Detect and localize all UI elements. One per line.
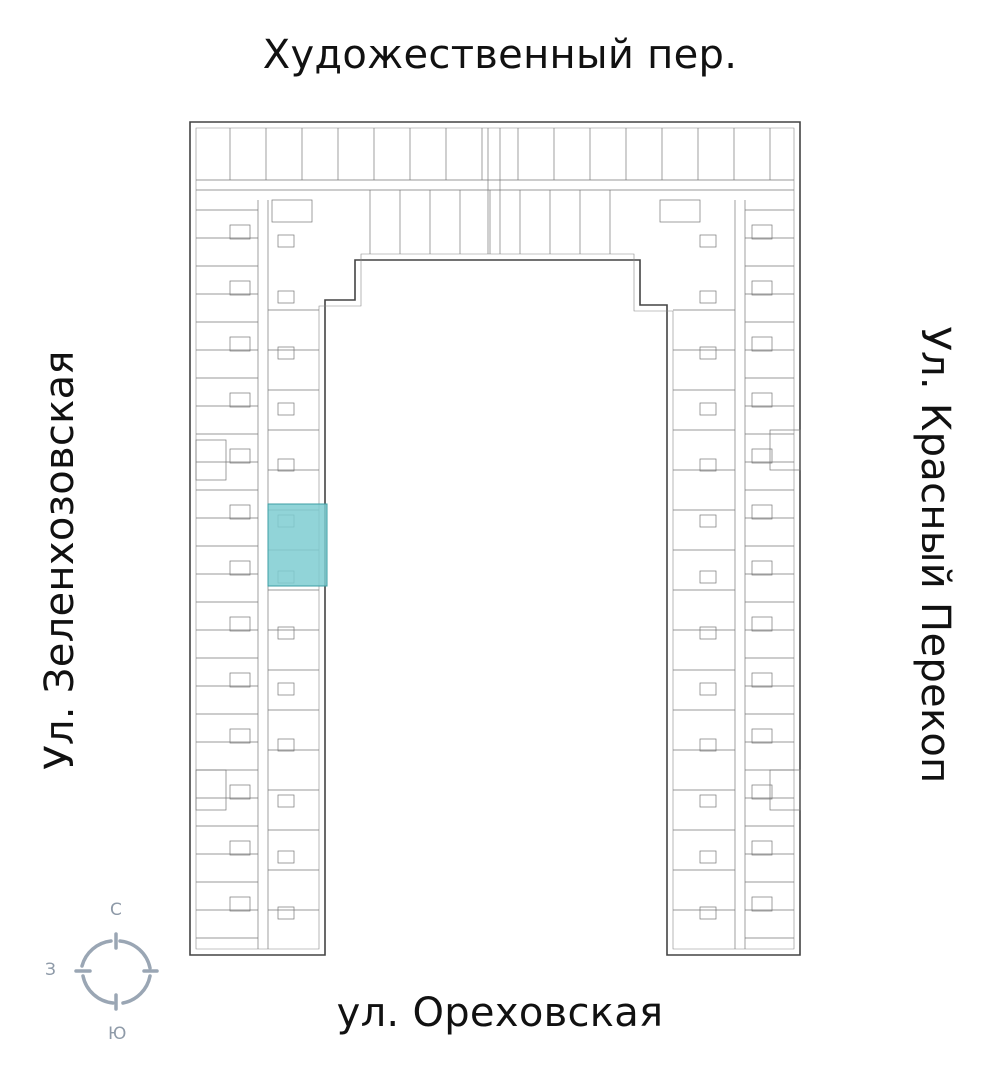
apartment-room [699,794,717,808]
apartment-room [277,458,295,472]
apartment-room [229,392,251,408]
apartment-room [751,224,773,240]
highlighted-apartment[interactable] [267,503,328,587]
apartment-room [229,840,251,856]
apartment-room [699,850,717,864]
apartment-room [195,439,227,481]
apartment-room [271,199,313,223]
apartment-room [699,290,717,304]
apartment-room [699,458,717,472]
compass-west-label: З [45,960,56,980]
apartment-room [229,616,251,632]
apartment-room [229,224,251,240]
apartment-room [751,280,773,296]
apartment-room [277,626,295,640]
apartment-room [277,346,295,360]
apartment-room [751,616,773,632]
compass-south-label: Ю [108,1024,127,1044]
apartment-room [751,896,773,912]
apartment-room [229,280,251,296]
apartment-room [229,560,251,576]
apartment-room [229,728,251,744]
apartment-room [699,570,717,584]
apartment-room [277,794,295,808]
apartment-room [751,336,773,352]
compass-north-label: С [110,900,122,920]
apartment-room [751,560,773,576]
apartment-room [751,784,773,800]
apartment-room [699,234,717,248]
apartment-room [277,906,295,920]
apartment-room [769,769,801,811]
street-label-top: Художественный пер. [262,32,738,78]
apartment-room [699,626,717,640]
street-label-bottom: ул. Ореховская [336,990,664,1036]
apartment-room [751,728,773,744]
apartment-room [229,672,251,688]
apartment-room [769,429,801,471]
apartment-room [229,784,251,800]
apartment-room [277,290,295,304]
apartment-room [699,906,717,920]
apartment-room [751,392,773,408]
apartment-room [195,769,227,811]
apartment-room [229,896,251,912]
apartment-room [229,448,251,464]
apartment-room [699,402,717,416]
apartment-grid [195,128,801,949]
apartment-room [699,346,717,360]
apartment-room [277,234,295,248]
apartment-room [229,504,251,520]
apartment-room [751,448,773,464]
building-outline [189,121,801,956]
apartment-room [699,738,717,752]
apartment-room [277,682,295,696]
compass-icon [74,932,159,1011]
apartment-room [751,672,773,688]
apartment-room [751,840,773,856]
apartment-room [277,850,295,864]
apartment-room [751,504,773,520]
apartment-room [229,336,251,352]
apartment-room [277,738,295,752]
apartment-room [277,402,295,416]
apartment-room [699,514,717,528]
apartment-room [699,682,717,696]
apartment-room [659,199,701,223]
